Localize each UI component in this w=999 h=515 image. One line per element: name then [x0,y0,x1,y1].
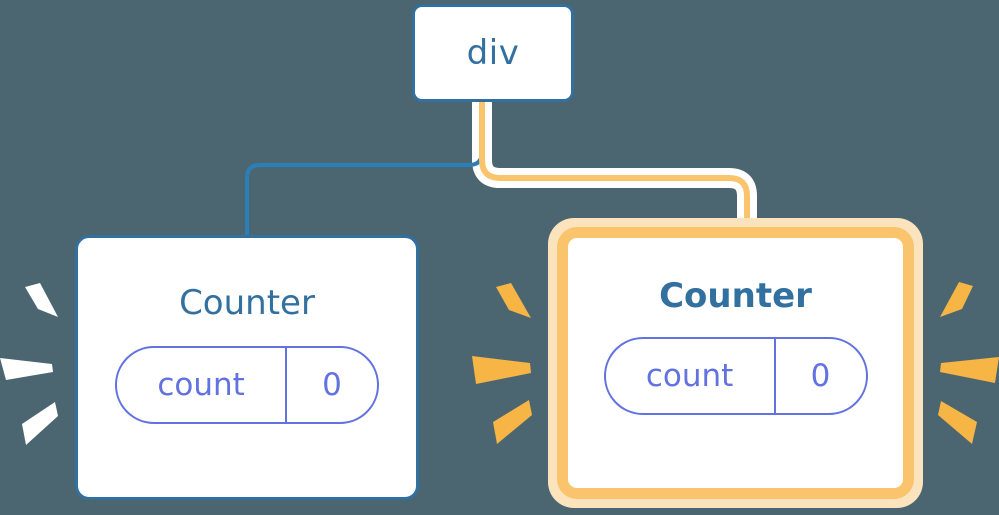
node-counter-right[interactable]: Counter count 0 [548,218,923,508]
sparkle-ray-icon [25,283,58,317]
sparkle-ray-icon [472,356,531,384]
sparkle-ray-icon [22,402,58,445]
sparkle-ray-icon [940,282,973,317]
sparkle-ray-icon [493,400,532,444]
node-div-label: div [466,33,520,73]
node-counter-right-label: Counter [659,276,812,316]
sparkle-ray-icon [940,357,999,383]
node-counter-left-label: Counter [179,283,315,323]
sparkle-ray-icon [496,283,531,318]
state-key-label: count [645,357,734,394]
edge-root-to-counter-right [479,102,750,240]
state-pill-count-right: count 0 [603,337,868,415]
sparkle-ray-icon [0,358,53,380]
state-pill-count-left: count 0 [115,346,379,424]
node-counter-left[interactable]: Counter count 0 [75,235,419,500]
highlight-ring: Counter count 0 [557,227,914,499]
state-key-label: count [157,366,245,403]
node-div[interactable]: div [412,4,574,102]
state-value-label: 0 [285,348,377,422]
sparkle-ray-icon [938,401,977,444]
state-value-label: 0 [773,339,866,413]
